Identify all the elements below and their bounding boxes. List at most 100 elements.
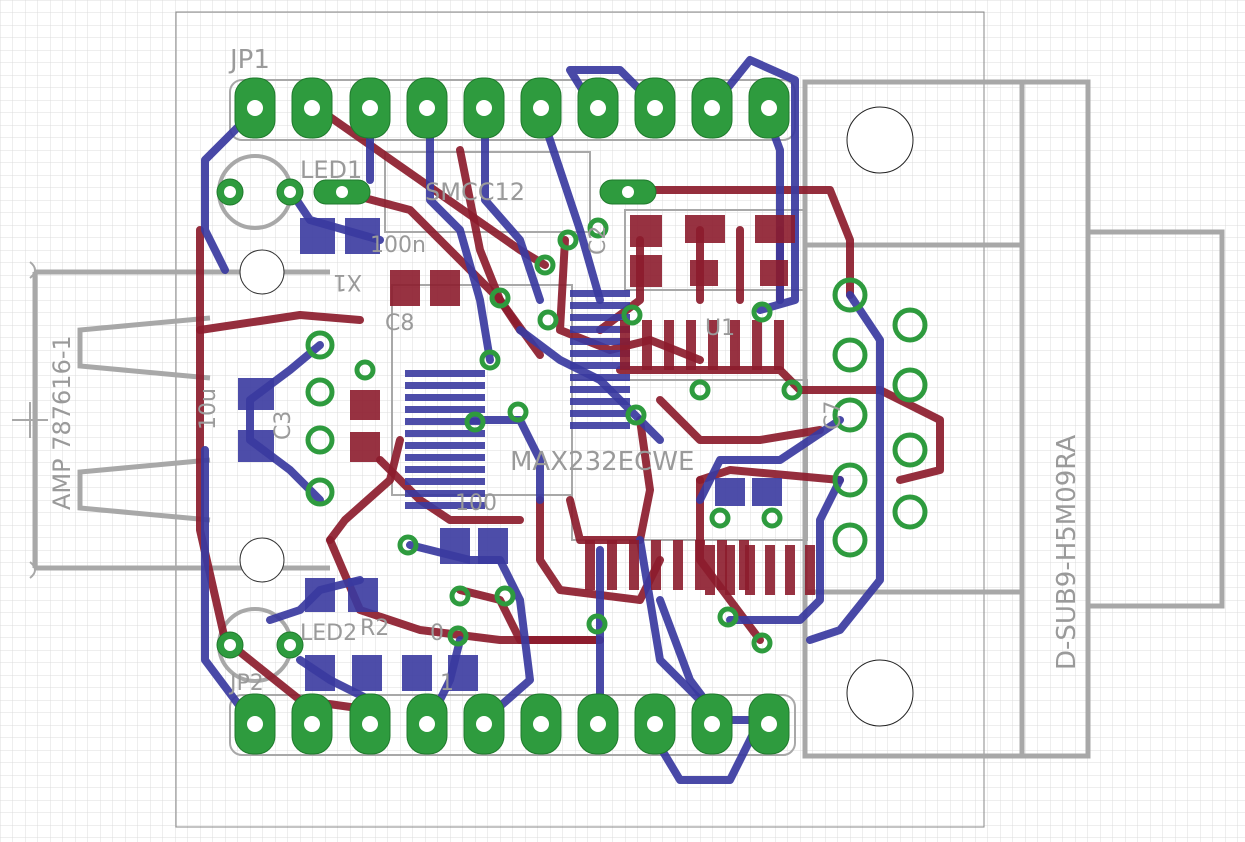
c2-label: C2: [586, 226, 611, 255]
jp2-pin: [234, 693, 276, 755]
ic-pin: [774, 320, 784, 370]
c3-label: C3: [271, 411, 296, 440]
smd-pads-bottom: [238, 218, 782, 691]
via: [494, 585, 516, 607]
via: [717, 606, 739, 628]
led-pin: [216, 178, 244, 206]
led-pin: [216, 631, 244, 659]
ic-pin: [673, 540, 683, 590]
dsub-pin: [832, 277, 868, 313]
via: [449, 585, 471, 607]
ic-pin: [570, 290, 630, 297]
via: [751, 632, 773, 654]
ic-pin: [664, 320, 674, 370]
ic-pin: [405, 478, 485, 485]
jp1-pin: [577, 77, 619, 139]
jp2-pin: [520, 693, 562, 755]
ic-pin: [570, 338, 630, 345]
ic-pin: [405, 394, 485, 401]
jp2-pin: [406, 693, 448, 755]
usb-pin: [305, 377, 335, 407]
jp1-pin: [234, 77, 276, 139]
ic-pin: [570, 410, 630, 417]
ic-pin: [752, 320, 762, 370]
via: [489, 287, 511, 309]
via: [587, 217, 609, 239]
ic-pin: [570, 350, 630, 357]
led-pin: [276, 631, 304, 659]
ic-main-label: MAX232ECWE: [510, 447, 694, 477]
dsub-pin: [892, 432, 928, 468]
via: [586, 613, 608, 635]
via: [621, 304, 643, 326]
value-100n-label: 100n: [370, 233, 426, 258]
ic-pin: [405, 418, 485, 425]
mounting-hole-icon: [846, 659, 914, 727]
via: [557, 229, 579, 251]
jp1-pin: [748, 77, 790, 139]
via: [689, 379, 711, 401]
jp1-pin: [691, 77, 733, 139]
ic-pin: [620, 320, 630, 370]
ic-pin: [405, 406, 485, 413]
mounting-hole-icon: [239, 537, 285, 583]
ic-pins: [405, 290, 815, 595]
jp1-label: JP1: [228, 45, 270, 75]
ic-pin: [570, 362, 630, 369]
led1-label: LED1: [300, 156, 362, 184]
ic-pin: [785, 545, 795, 595]
jp2-pin: [291, 693, 333, 755]
via: [479, 349, 501, 371]
mounting-hole-icon: [846, 106, 914, 174]
jp2-pin: [463, 693, 505, 755]
usb-pin: [305, 330, 335, 360]
ic-pin: [570, 422, 630, 429]
ic-pin: [725, 545, 735, 595]
jp2-label: JP2: [228, 671, 264, 696]
ic-pin: [405, 466, 485, 473]
c7-label: C7: [821, 401, 846, 430]
ic-pin: [765, 545, 775, 595]
via: [709, 507, 731, 529]
ic-pin: [708, 320, 718, 370]
jp2-pin: [577, 693, 619, 755]
via: [507, 401, 529, 423]
mounting-hole-icon: [239, 249, 285, 295]
value-0-label: 0: [430, 621, 444, 646]
ic-pin: [805, 545, 815, 595]
c8-label: C8: [385, 311, 414, 336]
dsub-connector-outline: [802, 79, 1225, 759]
jp1-pin: [406, 77, 448, 139]
ic-pin: [651, 540, 661, 590]
via: [397, 534, 419, 556]
smd-pads-top: [350, 215, 795, 462]
ic-pin: [405, 454, 485, 461]
via: [781, 379, 803, 401]
ic-pin: [570, 386, 630, 393]
dsub-label: D-SUB9-H5M09RA: [1052, 435, 1082, 670]
ic-pin: [705, 545, 715, 595]
ic-pin: [405, 502, 485, 509]
via: [354, 359, 376, 381]
dsub-pin: [892, 307, 928, 343]
dsub-pin: [832, 462, 868, 498]
value-10u-label: 10u: [196, 388, 221, 430]
silkscreen-labels: JP1 LED1 SMCC12 100n X1 C8 C2 C3 U1 MAX2…: [48, 45, 1082, 696]
oval-pad: [313, 179, 371, 205]
via: [751, 301, 773, 323]
usb-pin: [305, 477, 335, 507]
ic-pin: [570, 302, 630, 309]
jp2-pin: [691, 693, 733, 755]
jp2-pin: [634, 693, 676, 755]
ic-pin: [686, 320, 696, 370]
ic-pin: [405, 382, 485, 389]
jp1-pin: [291, 77, 333, 139]
dsub-pin: [892, 494, 928, 530]
jp1-pin: [463, 77, 505, 139]
ic-pin: [570, 314, 630, 321]
via: [761, 507, 783, 529]
dsub-pin: [832, 522, 868, 558]
jp2-pin: [349, 693, 391, 755]
